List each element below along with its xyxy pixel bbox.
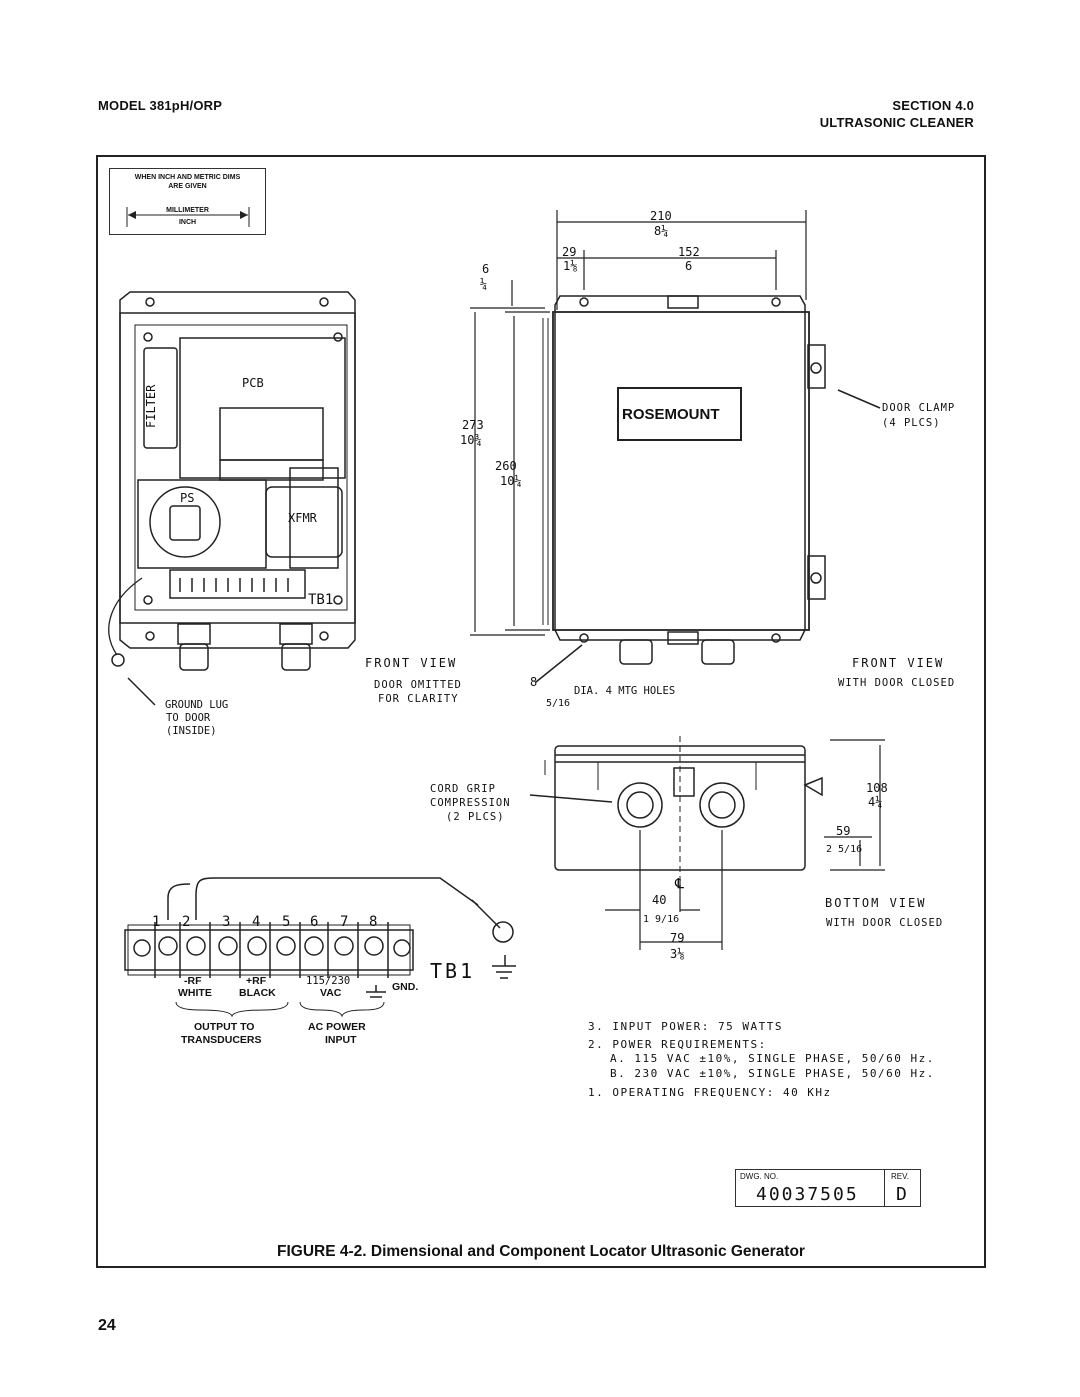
ground-lug: GROUND LUG	[165, 699, 228, 711]
centerline-symbol: ℄	[674, 876, 684, 892]
dim-2-5-16: 2 5/16	[826, 844, 862, 855]
white-label: WHITE	[178, 987, 212, 999]
rev-label: REV.	[891, 1172, 909, 1181]
front-view-label: FRONT VIEW	[365, 656, 457, 670]
rf-minus: -RF	[184, 975, 202, 987]
note-2: 2. POWER REQUIREMENTS:	[588, 1038, 767, 1051]
cord-grip-qty: (2 PLCS)	[446, 811, 505, 823]
terminal-number: 1	[152, 914, 160, 930]
dim-1-1-8: 1⅛	[563, 259, 577, 273]
output-to: OUTPUT TO	[194, 1021, 254, 1033]
legend-inch: INCH	[178, 219, 197, 226]
title-block-divider	[884, 1170, 885, 1206]
subsection-header: ULTRASONIC CLEANER	[819, 115, 974, 130]
dim-8-1-4: 8¼	[654, 224, 668, 238]
dim-10-1-4: 10¼	[500, 474, 522, 488]
dim-210: 210	[650, 209, 672, 223]
cord-grip: CORD GRIP	[430, 783, 496, 795]
dim-59: 59	[836, 824, 850, 838]
door-clamp-qty: (4 PLCS)	[882, 417, 941, 429]
vac-label: VAC	[320, 987, 342, 999]
filter-label: FILTER	[144, 384, 158, 428]
terminal-number: 6	[310, 914, 318, 930]
dim-6: 6	[685, 259, 692, 273]
terminal-number: 8	[369, 914, 377, 930]
input-label: INPUT	[325, 1034, 357, 1046]
dim-79: 79	[670, 931, 684, 945]
rf-plus: +RF	[246, 975, 267, 987]
rosemount-logo: ROSEMOUNT	[622, 406, 720, 423]
note-2a: A. 115 VAC ±10%, SINGLE PHASE, 50/60 Hz.	[610, 1052, 935, 1065]
legend-arrow	[126, 207, 250, 227]
gnd-label: GND.	[392, 981, 418, 993]
mtg-holes: DIA. 4 MTG HOLES	[574, 685, 675, 697]
transducers: TRANSDUCERS	[181, 1034, 262, 1046]
front-view-closed	[535, 295, 881, 683]
dim-4-1-4: 4¼	[868, 795, 882, 809]
terminal-number: 7	[340, 914, 348, 930]
dim-10-3-4: 10¾	[460, 433, 482, 447]
xfmr-label: XFMR	[288, 511, 318, 525]
with-door-closed: WITH DOOR CLOSED	[838, 677, 955, 689]
dim-1-4: ¼	[480, 277, 487, 291]
bottom-view	[529, 736, 823, 880]
terminal-number: 4	[252, 914, 260, 930]
tb1-label: TB1	[308, 592, 333, 608]
compression: COMPRESSION	[430, 797, 511, 809]
dim-29: 29	[562, 245, 576, 259]
figure-frame	[96, 155, 986, 1268]
section-header: SECTION 4.0	[892, 98, 974, 113]
legend-line-2: ARE GIVEN	[168, 183, 207, 190]
terminal-number: 2	[182, 914, 190, 930]
dim-152: 152	[678, 245, 700, 259]
page-number: 24	[98, 1317, 116, 1334]
note-2b: B. 230 VAC ±10%, SINGLE PHASE, 50/60 Hz.	[610, 1067, 935, 1080]
tb1-detail-label: TB1	[430, 959, 475, 983]
legend-line-1: WHEN INCH AND METRIC DIMS	[134, 174, 241, 181]
door-omitted: DOOR OMITTED	[374, 679, 462, 691]
front-view-closed-label: FRONT VIEW	[852, 656, 944, 670]
ac-power: AC POWER	[308, 1021, 366, 1033]
terminal-block-detail	[124, 877, 516, 1018]
dim-5-16: 5/16	[546, 698, 570, 709]
drawing-number-block: DWG. NO. REV. 40037505 D	[735, 1169, 921, 1207]
dim-6-top: 6	[482, 262, 489, 276]
to-door: TO DOOR	[166, 712, 211, 724]
front-view-open	[108, 291, 356, 706]
dwg-number: 40037505	[756, 1184, 859, 1205]
rev-value: D	[896, 1184, 907, 1205]
for-clarity: FOR CLARITY	[378, 693, 459, 705]
dim-273: 273	[462, 418, 484, 432]
dim-1-9-16: 1 9/16	[643, 914, 679, 925]
model-header: MODEL 381pH/ORP	[98, 98, 223, 113]
door-clamp: DOOR CLAMP	[882, 402, 955, 414]
vac-value: 115/230	[306, 975, 350, 987]
pcb-label: PCB	[242, 376, 264, 390]
dim-8: 8	[530, 675, 537, 689]
ps-label: PS	[180, 491, 194, 505]
bottom-view-label: BOTTOM VIEW	[825, 896, 926, 910]
terminal-number: 3	[222, 914, 230, 930]
dim-108: 108	[866, 781, 888, 795]
inside: (INSIDE)	[166, 725, 217, 737]
front-dimensions	[470, 210, 807, 636]
terminal-number: 5	[282, 914, 290, 930]
note-1: 1. OPERATING FREQUENCY: 40 KHz	[588, 1086, 832, 1099]
legend-millimeter: MILLIMETER	[166, 207, 209, 214]
dwg-no-label: DWG. NO.	[740, 1172, 779, 1181]
dimension-legend: WHEN INCH AND METRIC DIMS ARE GIVEN MILL…	[109, 168, 266, 235]
dim-40: 40	[652, 893, 666, 907]
bottom-with-door-closed: WITH DOOR CLOSED	[826, 917, 943, 929]
bottom-dimensions	[605, 739, 885, 950]
dim-260: 260	[495, 459, 517, 473]
black-label: BLACK	[239, 987, 276, 999]
dim-3-1-8: 3⅛	[670, 947, 684, 961]
figure-caption: FIGURE 4-2. Dimensional and Component Lo…	[277, 1243, 805, 1260]
note-3: 3. INPUT POWER: 75 WATTS	[588, 1020, 783, 1033]
